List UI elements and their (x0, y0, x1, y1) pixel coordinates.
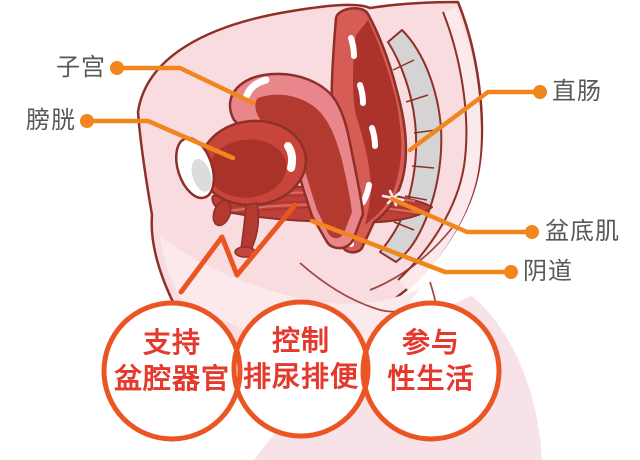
sacrum-segment-lines (392, 59, 437, 231)
function-circle-2-line2: 排尿排便 (242, 361, 359, 392)
function-circle-1-text: 支持 盆腔器官 (97, 325, 247, 397)
vagina-leader-line (309, 218, 511, 275)
function-circle-3-text: 参与 性生活 (356, 325, 506, 397)
vagina-leader-dot (504, 265, 518, 279)
pelvic-floor-leader-line (389, 196, 532, 235)
rectum-inner-shading (353, 20, 402, 225)
function-circle-1-line1: 支持 (142, 327, 201, 358)
function-circle-2-border (231, 299, 371, 439)
function-circle-2-line1: 控制 (271, 325, 330, 356)
bladder-label: 膀胱 (26, 107, 76, 134)
function-circle-2-fill (234, 302, 368, 436)
rectum-leader-line (407, 89, 540, 153)
function-circle-3-border (360, 300, 502, 442)
bladder-highlight (284, 142, 296, 172)
function-circle-1-border (101, 300, 243, 442)
function-circles (101, 299, 502, 442)
uterus-leader-line (117, 65, 256, 106)
uterus-highlight (243, 76, 270, 99)
function-circle-1-fill (104, 303, 240, 439)
function-circle-2-text: 控制 排尿排便 (226, 323, 376, 395)
vagina-label: 阴道 (523, 258, 573, 285)
vulva-shape (212, 199, 232, 227)
bladder-leader-dot (80, 114, 94, 128)
bladder-leader-line (87, 118, 236, 161)
back-skin-line (397, 11, 468, 281)
uterus-label: 子宫 (56, 54, 106, 81)
back-skin-band (399, 7, 481, 291)
rectum-colon (330, 6, 408, 254)
uterus-leader-dot (110, 61, 124, 75)
pelvic-floor-label: 盆底肌 (545, 218, 620, 245)
function-circle-1-line2: 盆腔器官 (113, 363, 230, 394)
zigzag-pointer (178, 202, 298, 295)
rectum-label: 直肠 (552, 78, 602, 105)
function-circle-3-line2: 性生活 (387, 363, 475, 394)
pelvic-floor-leader-dot (525, 225, 539, 239)
rectum-leader-dot (533, 85, 547, 99)
function-circle-3-fill (363, 303, 499, 439)
function-circle-3-line1: 参与 (401, 327, 460, 358)
pubic-bone (174, 136, 216, 200)
